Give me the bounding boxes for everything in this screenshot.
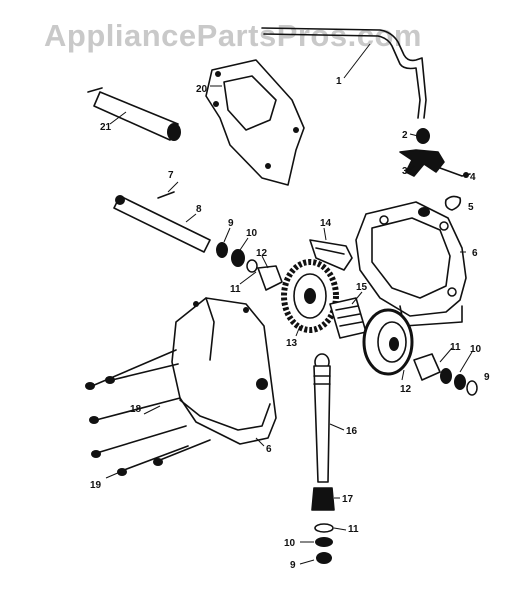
part-13-gear bbox=[281, 259, 339, 333]
part-6-upper-housing bbox=[355, 201, 467, 327]
callout-13: 13 bbox=[286, 338, 298, 349]
callout-6-upper: 6 bbox=[472, 248, 478, 259]
callout-3: 3 bbox=[402, 166, 408, 177]
callout-8: 8 bbox=[196, 204, 202, 215]
callout-1: 1 bbox=[336, 76, 342, 87]
part-15-worm bbox=[329, 297, 367, 339]
callout-12-right: 12 bbox=[400, 384, 412, 395]
callout-19: 19 bbox=[90, 480, 102, 491]
callout-11-right: 11 bbox=[450, 342, 461, 353]
callout-18: 18 bbox=[130, 404, 142, 415]
callout-17: 17 bbox=[342, 494, 354, 505]
callout-9-bottom: 9 bbox=[290, 560, 296, 571]
callout-6-lower: 6 bbox=[266, 444, 272, 455]
callout-15: 15 bbox=[356, 282, 368, 293]
part-12-pulley bbox=[362, 308, 414, 376]
callout-9-left: 9 bbox=[228, 218, 234, 229]
callout-12-left: 12 bbox=[256, 248, 268, 259]
left-bearing-stack bbox=[216, 242, 283, 291]
part-14-bracket bbox=[309, 239, 353, 271]
callout-10-left: 10 bbox=[246, 228, 258, 239]
callout-14: 14 bbox=[320, 218, 332, 229]
part-16-vertical-shaft bbox=[313, 353, 331, 483]
callout-5: 5 bbox=[468, 202, 474, 213]
callout-4: 4 bbox=[470, 172, 476, 183]
callout-21: 21 bbox=[100, 122, 112, 133]
callout-11-left: 11 bbox=[230, 284, 241, 295]
callout-16: 16 bbox=[346, 426, 358, 437]
parts-18-19-screws bbox=[85, 349, 211, 476]
callout-7: 7 bbox=[168, 170, 174, 181]
part-8-shaft bbox=[113, 191, 211, 253]
part-1-shift-rod bbox=[261, 27, 427, 119]
leader-lines bbox=[105, 43, 473, 565]
part-6-lower-housing bbox=[171, 297, 277, 445]
part-20-gasket bbox=[205, 59, 305, 186]
callout-20: 20 bbox=[196, 84, 208, 95]
callout-11-bottom: 11 bbox=[348, 524, 359, 535]
part-21-pin bbox=[87, 87, 181, 141]
part-17-bearing-and-washers bbox=[311, 487, 335, 564]
callout-2: 2 bbox=[402, 130, 408, 141]
right-bearing-stack bbox=[413, 353, 478, 396]
callout-10-bottom: 10 bbox=[284, 538, 296, 549]
callout-labels: 1 2 3 4 5 6 6 7 8 9 9 9 10 10 10 11 11 1… bbox=[90, 76, 490, 571]
callout-10-right: 10 bbox=[470, 344, 482, 355]
callout-9-right: 9 bbox=[484, 372, 490, 383]
